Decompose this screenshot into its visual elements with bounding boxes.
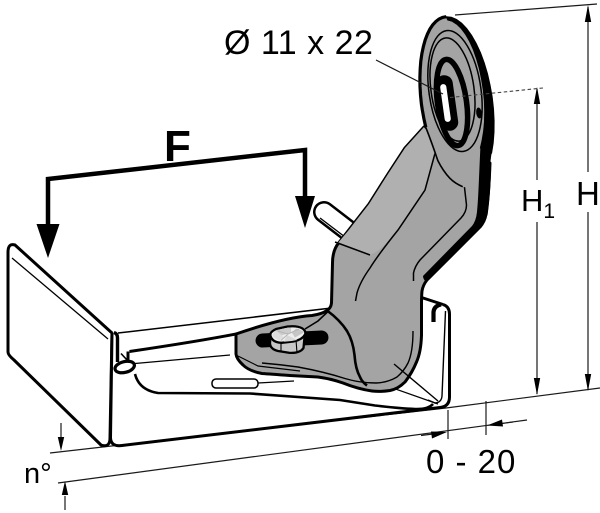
svg-text:Ø 11 x 22: Ø 11 x 22 (224, 24, 373, 62)
svg-text:0 - 20: 0 - 20 (426, 443, 516, 480)
svg-text:F: F (164, 122, 191, 171)
svg-text:n°: n° (24, 458, 52, 490)
svg-text:H: H (576, 175, 600, 212)
